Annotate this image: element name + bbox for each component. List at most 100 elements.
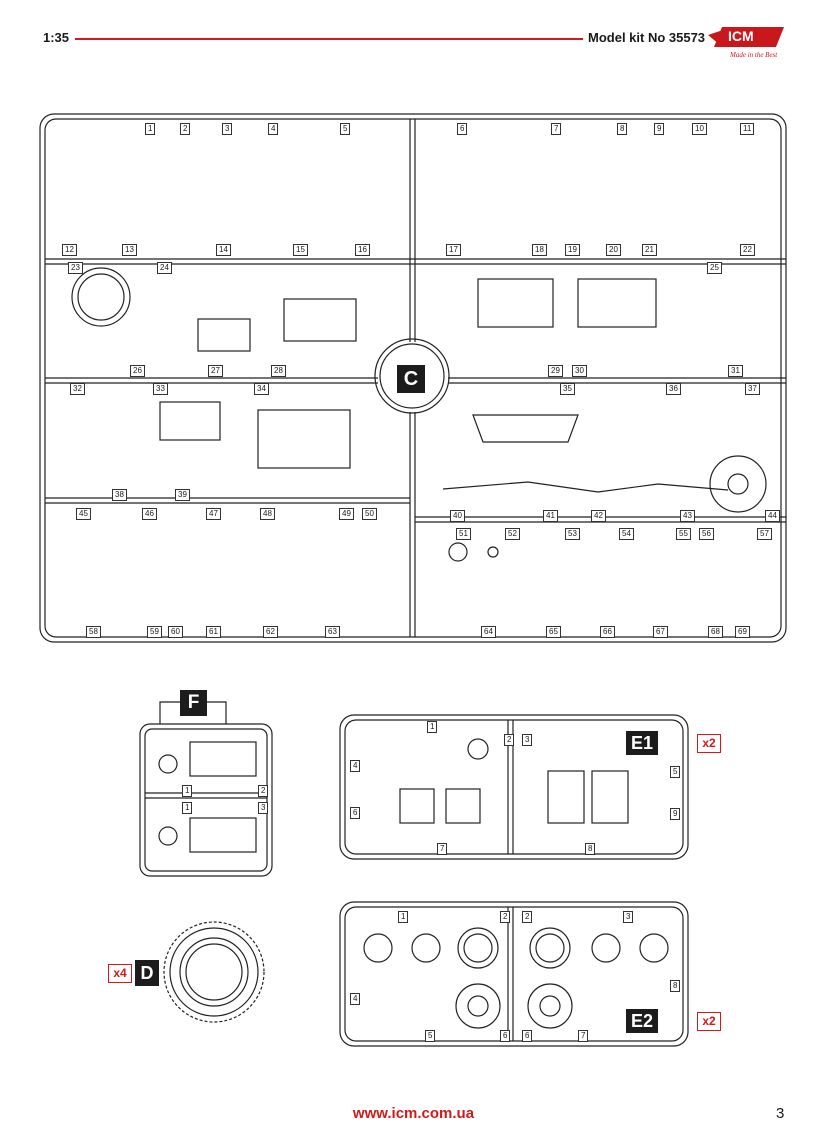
part-number-c: 41 — [543, 510, 558, 522]
part-number-c: 17 — [446, 244, 461, 256]
sprue-f-frame — [139, 701, 273, 877]
part-number-c: 7 — [551, 123, 562, 135]
part-number-e2: 1 — [398, 911, 409, 923]
part-number-c: 60 — [168, 626, 183, 638]
part-number-c: 13 — [122, 244, 137, 256]
part-number-c: 35 — [560, 383, 575, 395]
scale-label: 1:35 — [43, 30, 70, 45]
part-number-c: 14 — [216, 244, 231, 256]
part-number-c: 21 — [642, 244, 657, 256]
part-number-c: 36 — [666, 383, 681, 395]
part-number-c: 49 — [339, 508, 354, 520]
part-number-c: 38 — [112, 489, 127, 501]
part-number-c: 29 — [548, 365, 563, 377]
part-number-c: 10 — [692, 123, 707, 135]
part-number-c: 67 — [653, 626, 668, 638]
part-number-c: 11 — [740, 123, 755, 135]
logo-shape — [708, 27, 784, 47]
part-number-c: 56 — [699, 528, 714, 540]
part-number-c: 44 — [765, 510, 780, 522]
part-number-c: 4 — [268, 123, 279, 135]
part-number-c: 34 — [254, 383, 269, 395]
part-number-c: 69 — [735, 626, 750, 638]
logo-brand: ICM — [728, 28, 754, 44]
part-number-e2: 6 — [500, 1030, 511, 1042]
part-number-c: 48 — [260, 508, 275, 520]
part-number-c: 25 — [707, 262, 722, 274]
part-number-c: 22 — [740, 244, 755, 256]
part-number-c: 8 — [617, 123, 628, 135]
header-rule — [75, 38, 583, 40]
sprue-c-letter: C — [397, 365, 425, 393]
part-number-c: 55 — [676, 528, 691, 540]
part-number-e1: 1 — [427, 721, 438, 733]
part-number-e1: 6 — [350, 807, 361, 819]
part-number-c: 19 — [565, 244, 580, 256]
part-number-f: 2 — [258, 785, 269, 797]
part-number-c: 53 — [565, 528, 580, 540]
part-number-c: 43 — [680, 510, 695, 522]
part-number-c: 30 — [572, 365, 587, 377]
part-number-e1: 4 — [350, 760, 361, 772]
sprue-e1-letter: E1 — [626, 731, 658, 755]
part-number-c: 42 — [591, 510, 606, 522]
part-number-c: 46 — [142, 508, 157, 520]
tire-d-letter: D — [135, 960, 159, 986]
part-number-c: 18 — [532, 244, 547, 256]
part-number-c: 58 — [86, 626, 101, 638]
part-number-f: 1 — [182, 785, 193, 797]
part-number-c: 20 — [606, 244, 621, 256]
part-number-c: 51 — [456, 528, 471, 540]
part-number-c: 5 — [340, 123, 351, 135]
part-number-c: 57 — [757, 528, 772, 540]
part-number-e1: 7 — [437, 843, 448, 855]
part-number-c: 26 — [130, 365, 145, 377]
part-number-c: 62 — [263, 626, 278, 638]
part-number-f: 1 — [182, 802, 193, 814]
part-number-c: 23 — [68, 262, 83, 274]
part-number-c: 66 — [600, 626, 615, 638]
part-number-e2: 7 — [578, 1030, 589, 1042]
part-number-c: 54 — [619, 528, 634, 540]
website-link[interactable]: www.icm.com.ua — [352, 1105, 475, 1122]
part-number-c: 52 — [505, 528, 520, 540]
part-number-c: 24 — [157, 262, 172, 274]
part-number-f: 3 — [258, 802, 269, 814]
part-number-c: 6 — [457, 123, 468, 135]
part-number-c: 15 — [293, 244, 308, 256]
part-number-c: 1 — [145, 123, 156, 135]
sprue-e2-multiplier: x2 — [697, 1012, 721, 1031]
part-number-c: 68 — [708, 626, 723, 638]
part-number-c: 2 — [180, 123, 191, 135]
part-number-e1: 3 — [522, 734, 533, 746]
part-number-c: 65 — [546, 626, 561, 638]
part-number-c: 16 — [355, 244, 370, 256]
sprue-c-frame — [39, 113, 787, 643]
part-number-c: 28 — [271, 365, 286, 377]
sprue-f-letter: F — [180, 690, 207, 716]
sprue-e2-letter: E2 — [626, 1009, 658, 1033]
part-number-c: 12 — [62, 244, 77, 256]
part-number-c: 61 — [206, 626, 221, 638]
part-number-c: 39 — [175, 489, 190, 501]
part-number-c: 59 — [147, 626, 162, 638]
sprue-e2-frame — [339, 901, 689, 1047]
part-number-e2: 2 — [500, 911, 511, 923]
part-number-e1: 9 — [670, 808, 681, 820]
part-number-e2: 3 — [623, 911, 634, 923]
part-number-c: 33 — [153, 383, 168, 395]
part-number-e2: 4 — [350, 993, 361, 1005]
part-number-c: 40 — [450, 510, 465, 522]
part-number-c: 3 — [222, 123, 233, 135]
kit-number: Model kit No 35573 — [588, 30, 706, 45]
tire-d-multiplier: x4 — [108, 964, 132, 983]
part-number-c: 45 — [76, 508, 91, 520]
part-number-c: 37 — [745, 383, 760, 395]
icm-logo: ICM Made in the Best — [700, 25, 790, 65]
part-number-e2: 2 — [522, 911, 533, 923]
part-number-e2: 5 — [425, 1030, 436, 1042]
logo-tagline: Made in the Best — [730, 51, 778, 59]
part-number-c: 63 — [325, 626, 340, 638]
part-number-c: 31 — [728, 365, 743, 377]
part-number-e1: 2 — [504, 734, 515, 746]
